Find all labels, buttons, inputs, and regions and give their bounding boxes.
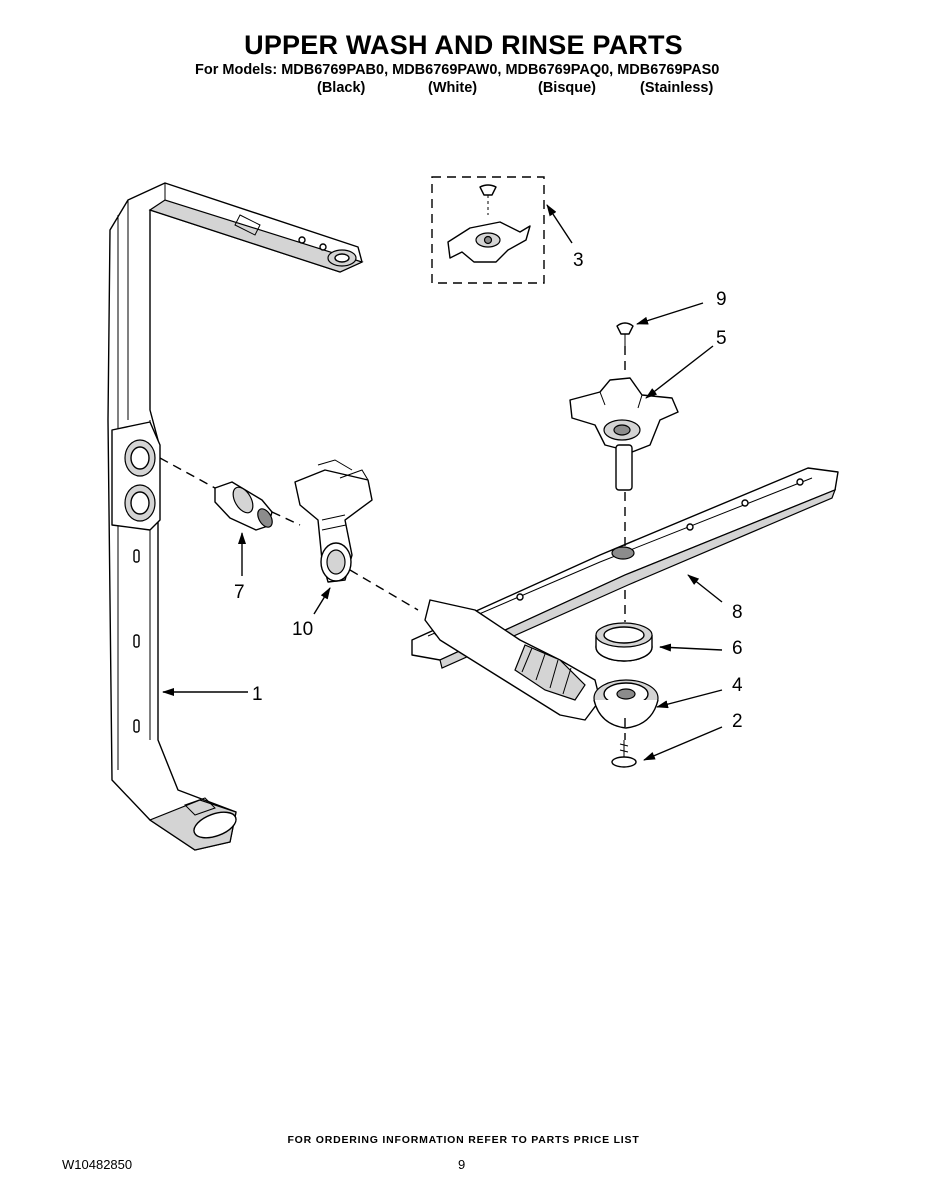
part-10-manifold	[294, 459, 373, 583]
callout-4: 4	[732, 675, 743, 696]
ordering-note: FOR ORDERING INFORMATION REFER TO PARTS …	[287, 1134, 640, 1146]
callout-10: 10	[292, 619, 313, 640]
part-5-spray-mount	[569, 377, 679, 491]
page-number: 9	[458, 1157, 466, 1172]
callout-leaders	[162, 204, 723, 761]
variant-stainless: (Stainless)	[640, 80, 714, 96]
part-8-spray-arm	[411, 467, 839, 669]
callout-9: 9	[716, 289, 727, 310]
variant-white: (White)	[428, 80, 478, 96]
part-9-screw	[616, 322, 634, 346]
color-variants: (Black) (White) (Bisque) (Stainless)	[0, 80, 927, 98]
variant-bisque: (Bisque)	[538, 80, 596, 96]
part-2-screw	[611, 740, 637, 768]
callout-6: 6	[732, 638, 743, 659]
part-6-seal-ring	[595, 622, 653, 662]
model-list: For Models: MDB6769PAB0, MDB6769PAW0, MD…	[195, 62, 720, 78]
callout-3: 3	[573, 250, 584, 271]
callout-1: 1	[252, 684, 263, 705]
document-number: W10482850	[62, 1157, 133, 1172]
callout-2: 2	[732, 711, 743, 732]
part-4-bearing-hose	[424, 599, 659, 729]
callout-8: 8	[732, 602, 743, 623]
variant-black: (Black)	[317, 80, 366, 96]
part-3-retainer-kit	[431, 176, 545, 284]
assembly-lines	[159, 346, 626, 740]
callout-7: 7	[234, 582, 245, 603]
callout-5: 5	[716, 328, 727, 349]
part-1-supply-tube	[107, 182, 364, 851]
part-7-inlet-fitting	[214, 481, 273, 531]
page-title: UPPER WASH AND RINSE PARTS	[244, 30, 683, 60]
